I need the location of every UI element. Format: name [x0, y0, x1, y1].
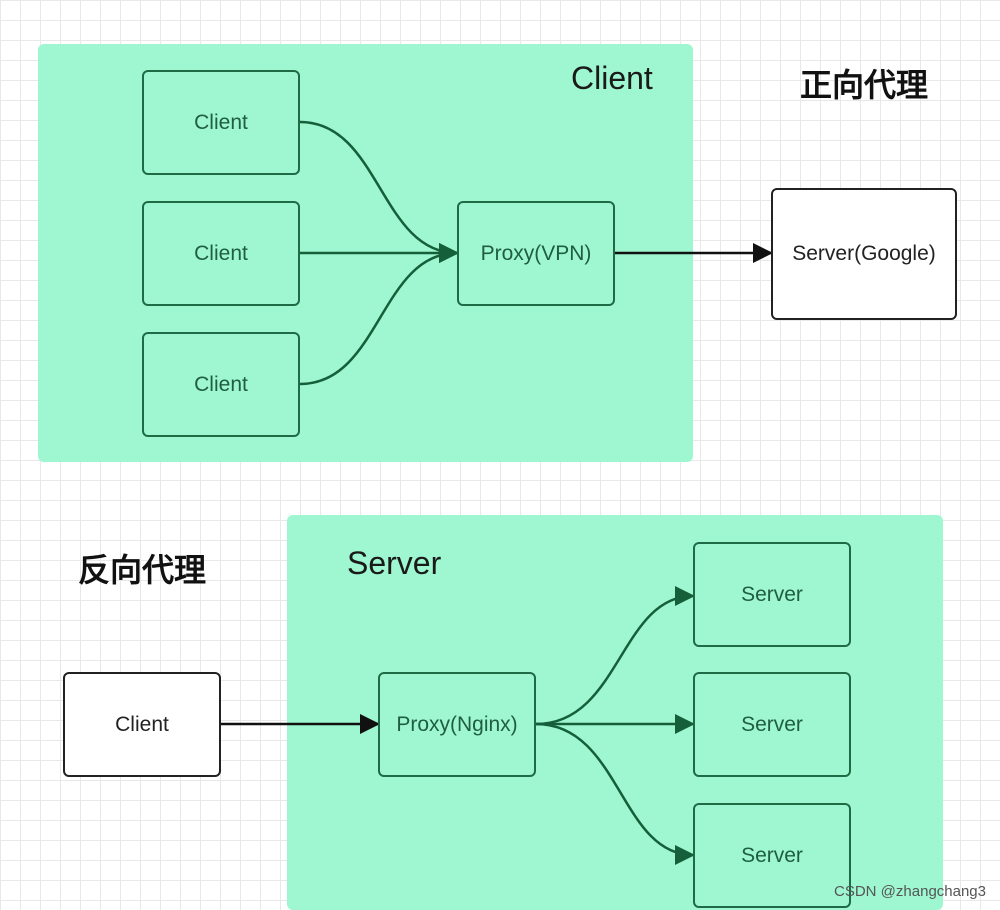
client-node: Client	[142, 70, 300, 175]
reverse-proxy-heading: 反向代理	[78, 551, 207, 589]
nginx-proxy-node: Proxy(Nginx)	[378, 672, 536, 777]
edge-nginx-proxy-to-server1	[535, 586, 695, 726]
forward-proxy-region-title: Client	[571, 60, 653, 96]
server-node: Server	[693, 803, 851, 908]
edge-client3-to-vpn-proxy	[299, 243, 459, 386]
watermark: CSDN @zhangchang3	[834, 883, 986, 900]
google-server-node: Server(Google)	[771, 188, 957, 320]
reverse-proxy-server-region	[287, 515, 943, 910]
client-node: Client	[142, 201, 300, 306]
client-node: Client	[142, 332, 300, 437]
vpn-proxy-node: Proxy(VPN)	[457, 201, 615, 306]
edge-nginx-proxy-to-server3	[535, 722, 695, 865]
forward-proxy-heading: 正向代理	[800, 66, 929, 104]
server-node: Server	[693, 672, 851, 777]
client-node: Client	[63, 672, 221, 777]
server-node: Server	[693, 542, 851, 647]
edge-client1-to-vpn-proxy	[299, 120, 459, 263]
reverse-proxy-region-title: Server	[347, 545, 442, 581]
